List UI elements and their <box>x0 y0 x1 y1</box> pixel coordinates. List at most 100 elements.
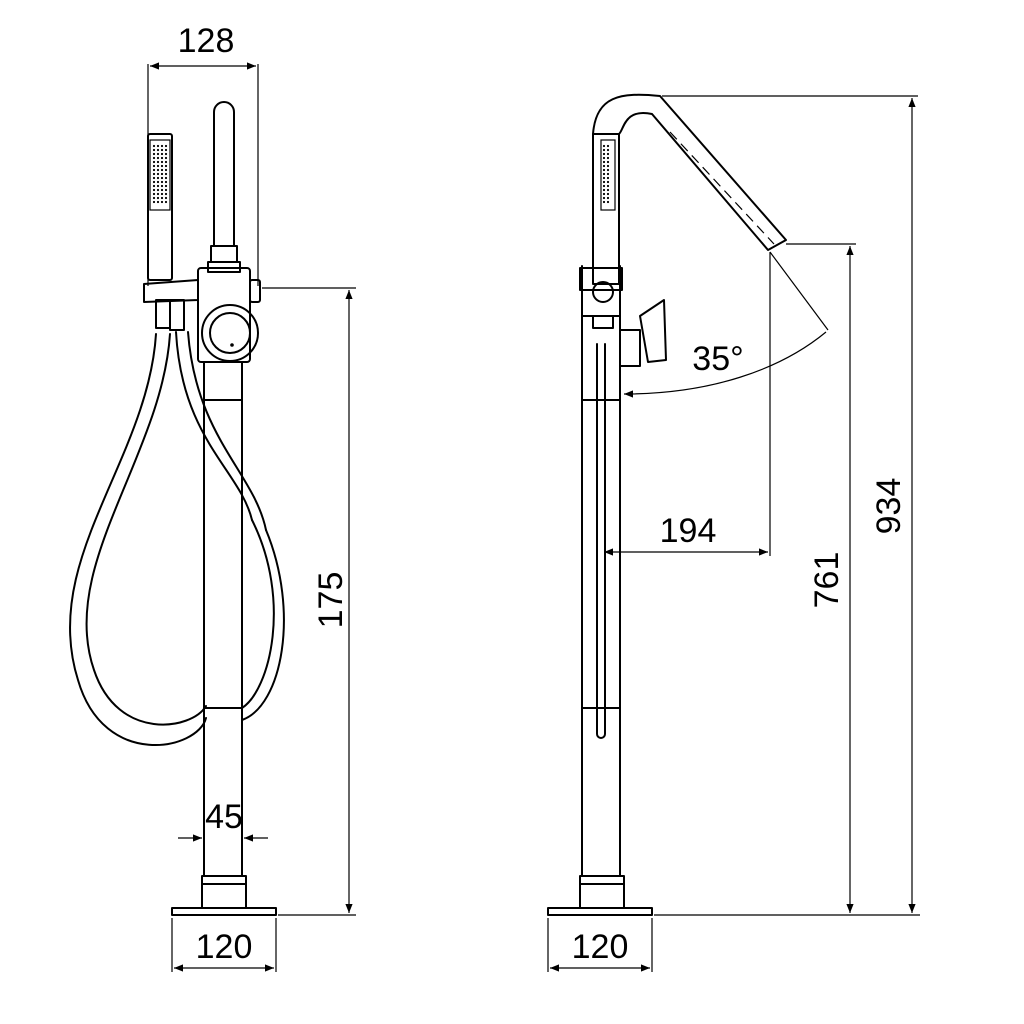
nozzle-dot <box>606 180 610 184</box>
nozzle-dot <box>606 156 610 160</box>
nozzle-dot <box>152 148 156 152</box>
nozzle-dot <box>152 188 156 192</box>
dim-label-45: 45 <box>205 798 243 836</box>
dim-label-120-left: 120 <box>196 928 253 966</box>
nozzle-dot <box>156 160 160 164</box>
nozzle-dot <box>164 144 168 148</box>
side-base-plate <box>547 907 653 916</box>
front-base-plate <box>171 907 277 916</box>
front-view: 128 175 45 120 <box>68 22 356 972</box>
side-view: 35° 194 761 934 120 <box>547 93 920 972</box>
dim-label-194: 194 <box>660 512 717 550</box>
nozzle-dot <box>602 184 606 188</box>
nozzle-dot <box>160 156 164 160</box>
side-base-collar <box>579 875 625 909</box>
nozzle-dot <box>156 144 160 148</box>
nozzle-dot <box>156 164 160 168</box>
nozzle-dot <box>156 176 160 180</box>
side-lever <box>619 299 667 367</box>
nozzle-dot <box>602 180 606 184</box>
nozzle-dot <box>164 188 168 192</box>
nozzle-dot <box>160 196 164 200</box>
nozzle-dot <box>164 200 168 204</box>
nozzle-dot <box>602 164 606 168</box>
nozzle-dot <box>160 144 164 148</box>
nozzle-dot <box>602 156 606 160</box>
dim-side-spout-height: 761 <box>654 243 920 916</box>
dim-label-175: 175 <box>312 572 350 629</box>
nozzle-dot <box>164 184 168 188</box>
nozzle-dot <box>164 168 168 172</box>
hose <box>68 333 207 746</box>
nozzle-dot <box>152 200 156 204</box>
dim-front-top-width: 128 <box>147 22 259 286</box>
nozzle-dot <box>606 144 610 148</box>
nozzle-dot <box>152 184 156 188</box>
nozzle-dot <box>602 168 606 172</box>
front-main-pipe <box>203 361 243 877</box>
nozzle-dot <box>152 180 156 184</box>
side-hand-shower <box>579 133 623 329</box>
nozzle-dot <box>606 172 610 176</box>
nozzle-dot <box>160 152 164 156</box>
nozzle-dot <box>160 148 164 152</box>
front-spout <box>213 101 235 247</box>
dim-side-total-height: 934 <box>662 95 918 913</box>
nozzle-dot <box>156 188 160 192</box>
side-main-pipe <box>581 265 621 877</box>
nozzle-dot <box>160 172 164 176</box>
nozzle-dot <box>164 160 168 164</box>
nozzle-dot <box>156 156 160 160</box>
nozzle-dot <box>152 156 156 160</box>
nozzle-dot <box>152 164 156 168</box>
nozzle-dot <box>152 176 156 180</box>
dim-label-35-deg: 35° <box>692 340 743 378</box>
nozzle-dot <box>152 152 156 156</box>
nozzle-dot <box>602 144 606 148</box>
nozzle-dot <box>160 200 164 204</box>
nozzle-dot <box>160 160 164 164</box>
nozzle-dot <box>164 192 168 196</box>
nozzle-dot <box>152 196 156 200</box>
nozzle-dot <box>164 180 168 184</box>
nozzle-dot <box>152 160 156 164</box>
nozzle-dot <box>156 192 160 196</box>
nozzle-dot <box>164 152 168 156</box>
nozzle-dot <box>602 200 606 204</box>
front-base-collar <box>201 875 247 909</box>
nozzle-dot <box>160 176 164 180</box>
nozzle-dot <box>602 148 606 152</box>
side-spout <box>592 93 787 251</box>
nozzle-dot <box>160 180 164 184</box>
nozzle-dot <box>602 196 606 200</box>
nozzle-dot <box>606 148 610 152</box>
nozzle-dot <box>164 176 168 180</box>
nozzle-dot <box>602 192 606 196</box>
dim-side-reach: 194 <box>604 252 771 556</box>
nozzle-dot <box>160 184 164 188</box>
dim-label-934: 934 <box>870 478 908 535</box>
nozzle-dot <box>606 192 610 196</box>
nozzle-dot <box>156 196 160 200</box>
dim-side-angle: 35° <box>623 251 829 398</box>
nozzle-dot <box>606 152 610 156</box>
nozzle-dot <box>152 192 156 196</box>
nozzle-dot <box>160 192 164 196</box>
nozzle-dot <box>156 180 160 184</box>
nozzle-dot <box>164 156 168 160</box>
nozzle-dot <box>152 172 156 176</box>
nozzle-dot <box>152 168 156 172</box>
nozzle-dot <box>606 188 610 192</box>
nozzle-dot <box>160 164 164 168</box>
dim-side-base: 120 <box>547 918 653 972</box>
nozzle-dot <box>164 148 168 152</box>
nozzle-dot <box>156 200 160 204</box>
dim-label-120-right: 120 <box>572 928 629 966</box>
nozzle-dot <box>156 152 160 156</box>
nozzle-dot <box>156 172 160 176</box>
dim-front-pipe-width: 45 <box>178 798 268 842</box>
nozzle-dot <box>160 168 164 172</box>
nozzle-dot <box>602 176 606 180</box>
dim-label-128: 128 <box>178 22 235 60</box>
